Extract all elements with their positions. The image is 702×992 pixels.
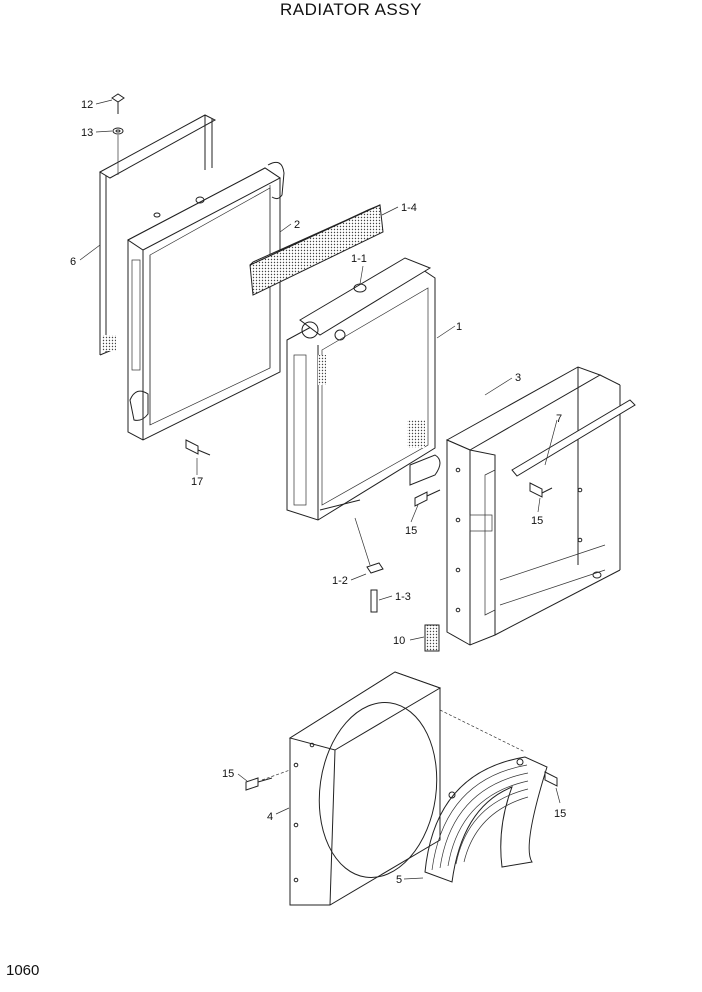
callout-1-1: 1-1 xyxy=(351,253,367,265)
bolt-part-15-lower-left xyxy=(245,777,273,791)
callout-13: 13 xyxy=(81,127,93,139)
callout-17: 17 xyxy=(191,476,203,488)
strap-part-7 xyxy=(511,399,636,477)
radiator-main-part-1 xyxy=(286,257,441,521)
leader-lines xyxy=(79,99,561,880)
diagram-title: RADIATOR ASSY xyxy=(280,0,422,19)
callout-15-d: 15 xyxy=(554,808,566,820)
bolt-part-15-right xyxy=(529,482,553,498)
callout-15-a: 15 xyxy=(405,525,417,537)
callout-3: 3 xyxy=(515,372,521,384)
callout-15-c: 15 xyxy=(222,768,234,780)
block-part-10 xyxy=(424,624,440,652)
callout-1-3: 1-3 xyxy=(395,591,411,603)
bracket-frame-part-6 xyxy=(98,114,217,356)
callout-5: 5 xyxy=(396,874,402,886)
callout-2: 2 xyxy=(294,219,300,231)
drain-plug-part-1-3 xyxy=(370,589,378,613)
fan-shroud-part-4 xyxy=(288,671,442,906)
callout-10: 10 xyxy=(393,635,405,647)
bolt-part-15-lower-right xyxy=(544,771,558,787)
callout-1: 1 xyxy=(456,321,462,333)
shroud-frame-part-3 xyxy=(445,366,621,646)
callout-12: 12 xyxy=(81,99,93,111)
fan-guard-part-5 xyxy=(424,756,548,883)
bolt-part-17 xyxy=(185,439,211,456)
washer-part-13 xyxy=(112,127,124,135)
callout-4: 4 xyxy=(267,811,273,823)
callout-6: 6 xyxy=(70,256,76,268)
callout-1-4: 1-4 xyxy=(401,202,417,214)
callout-15-b: 15 xyxy=(531,515,543,527)
page-number: 1060 xyxy=(6,962,40,979)
bolt-part-15-center xyxy=(414,489,441,507)
bolt-part-12 xyxy=(111,93,125,114)
callout-7: 7 xyxy=(556,413,562,425)
callout-1-2: 1-2 xyxy=(332,575,348,587)
radiator-core-rear xyxy=(127,161,285,441)
callout-labels: 12 13 6 2 1-4 1-1 1 3 7 17 15 15 1-2 1-3… xyxy=(70,99,566,886)
foam-strip-part-2 xyxy=(249,204,384,296)
drain-cock-part-1-2 xyxy=(354,517,384,574)
